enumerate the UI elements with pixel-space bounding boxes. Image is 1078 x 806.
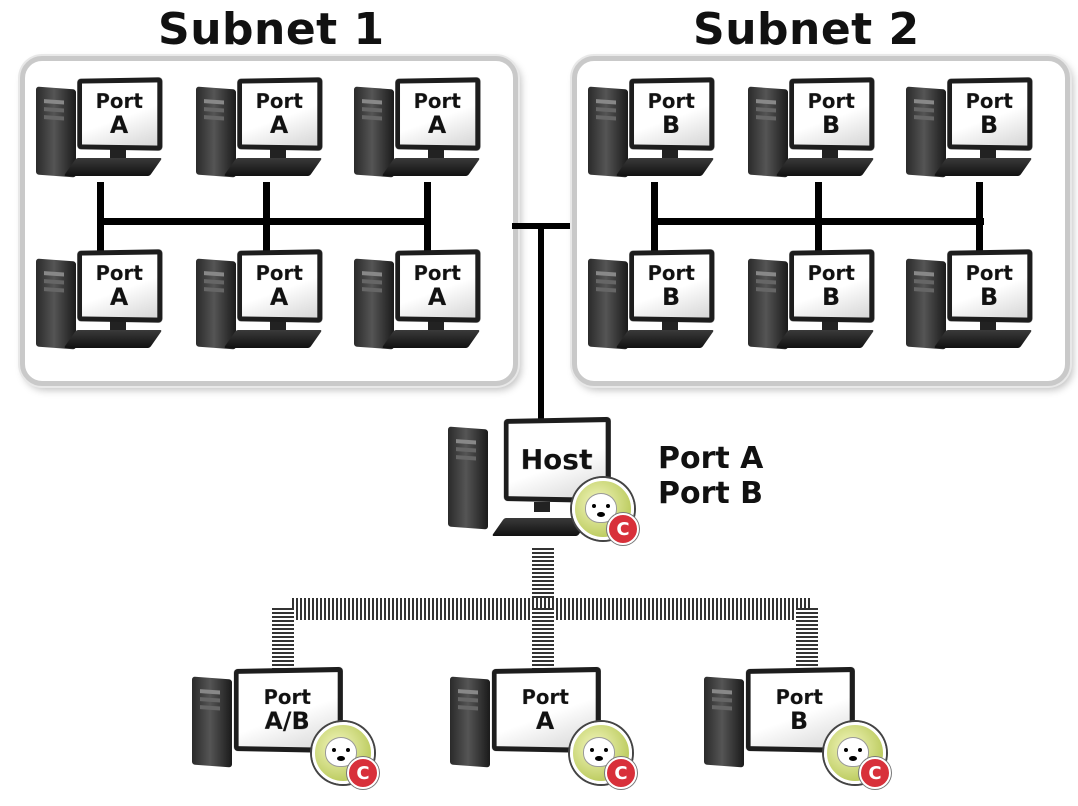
computer-port-label: Port: [647, 260, 695, 286]
host-ports: Port A Port B: [658, 441, 764, 511]
client-drop-center: [532, 608, 554, 678]
c-badge-icon: C: [347, 757, 379, 789]
host-computer: Host: [448, 416, 618, 548]
computer-port-label: Port: [95, 260, 143, 286]
subnet-2-drop: [815, 182, 822, 258]
polar-bear-badge-icon: C: [312, 722, 379, 789]
client-port-letter: A: [535, 706, 555, 736]
client-port-letter: A/B: [264, 706, 310, 736]
client-port-label: Port: [775, 684, 823, 710]
client-drop-left: [272, 608, 294, 678]
polar-bear-badge-icon: C: [824, 722, 891, 789]
computer-port-label: Port: [413, 260, 461, 286]
polar-bear-badge-icon: C: [572, 478, 639, 545]
host-downlink: [532, 548, 554, 608]
computer-port-label: Port: [807, 88, 855, 114]
computer-port-label: Port: [965, 88, 1013, 114]
c-badge-icon: C: [605, 757, 637, 789]
subnet-1-drop: [424, 182, 431, 258]
computer-port-letter: B: [979, 110, 999, 140]
computer-port-letter: A: [269, 110, 289, 140]
computer-port-label: Port: [807, 260, 855, 286]
client-port-label: Port: [263, 684, 311, 710]
polar-bear-badge-icon: C: [570, 722, 637, 789]
subnet-2-drop: [976, 182, 983, 258]
c-badge-icon: C: [607, 513, 639, 545]
computer-port-letter: A: [427, 282, 447, 312]
host-port-b: Port B: [658, 475, 764, 511]
computer-port-letter: B: [821, 282, 841, 312]
computer-port-letter: B: [661, 110, 681, 140]
client-drop-right: [796, 608, 818, 678]
subnet-1-drop: [263, 182, 270, 258]
computer-port-letter: B: [661, 282, 681, 312]
host-uplink: [538, 223, 544, 423]
host-port-a: Port A: [658, 441, 764, 476]
computer-port-letter: A: [269, 282, 289, 312]
subnet-1-drop: [97, 182, 104, 258]
subnet-2-title: Subnet 2: [693, 4, 920, 55]
c-badge-icon: C: [859, 757, 891, 789]
computer-port-letter: B: [979, 282, 999, 312]
computer-port-label: Port: [255, 88, 303, 114]
computer-port-letter: A: [109, 110, 129, 140]
client-port-label: Port: [521, 684, 569, 710]
computer-port-label: Port: [647, 88, 695, 114]
computer-port-label: Port: [413, 88, 461, 114]
computer-port-label: Port: [255, 260, 303, 286]
computer-port-label: Port: [965, 260, 1013, 286]
host-label: Host: [520, 442, 593, 477]
computer-port-label: Port: [95, 88, 143, 114]
computer-port-letter: A: [427, 110, 447, 140]
subnet-2-drop: [651, 182, 658, 258]
client-port-letter: B: [789, 706, 809, 736]
subnet-1-title: Subnet 1: [158, 4, 385, 55]
computer-port-letter: B: [821, 110, 841, 140]
computer-port-letter: A: [109, 282, 129, 312]
